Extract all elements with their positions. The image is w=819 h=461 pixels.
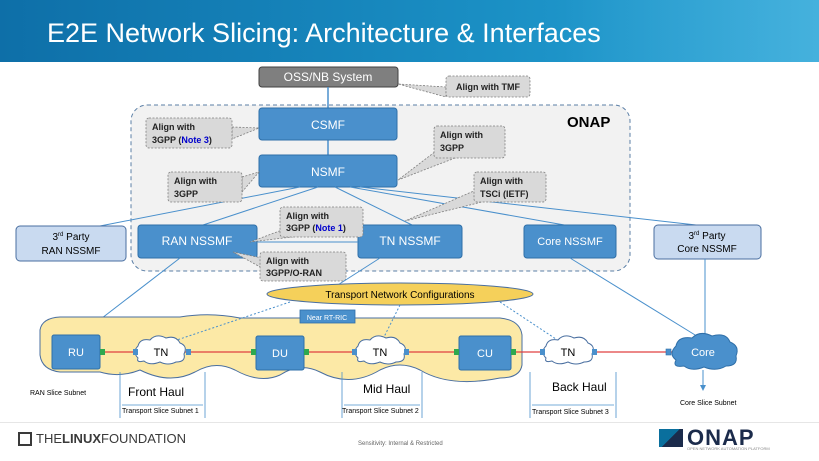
- du-label: DU: [272, 348, 288, 360]
- du-port-right: [304, 349, 309, 355]
- callout-csmf-note-line1: Align with: [152, 122, 195, 132]
- cu-port-left: [454, 349, 459, 355]
- onap-logo-icon: [659, 429, 683, 447]
- callout-right-3gpp-line1: Align with: [440, 130, 483, 140]
- onap-logo-tagline: OPEN NETWORK AUTOMATION PLATFORM: [687, 446, 770, 451]
- callout-ietf: [473, 171, 547, 203]
- ran-nssmf-label: RAN NSSMF: [162, 234, 233, 248]
- callout-csmf-note-pointer: [231, 126, 260, 140]
- csmf-box[interactable]: [258, 107, 398, 141]
- callout-csmf-note-close: ): [209, 135, 212, 145]
- tn-midhaul-label: TN: [373, 347, 388, 359]
- callout-right-3gpp-line2: 3GPP: [440, 143, 464, 153]
- callout-nsmf-3gpp-pointer: [241, 171, 261, 194]
- callout-nsmf-3gpp-line1: Align with: [174, 176, 217, 186]
- callout-oran-line2: 3GPP/O-RAN: [266, 268, 322, 278]
- callout-note1-prefix: 3GPP (: [286, 223, 315, 233]
- transport-slice-subnet-2-label: Transport Slice Subnet 2: [342, 408, 419, 415]
- cu-port-right: [511, 349, 516, 355]
- callout-note1-close: ): [343, 223, 346, 233]
- third-party-ran-sup: rd: [58, 232, 63, 238]
- tn-nssmf-label: TN NSSMF: [379, 234, 440, 248]
- nsmf-ran-nssmf-link: [199, 186, 319, 227]
- tn-fronthaul-label: TN: [154, 347, 169, 359]
- third-party-core-prefix: 3: [688, 231, 694, 242]
- callout-tmf-pointer: [397, 83, 447, 98]
- callout-tmf: [445, 75, 531, 98]
- nsmf-third-party-core-link: [359, 186, 706, 227]
- title-bar: E2E Network Slicing: Architecture & Inte…: [0, 0, 819, 62]
- callout-oran-line1: Align with: [266, 256, 309, 266]
- core-cloud-label: Core: [691, 347, 715, 359]
- third-party-ran-line2: RAN NSSMF: [42, 246, 101, 257]
- callout-note1-link[interactable]: Note 1: [315, 223, 343, 233]
- third-party-core-line2: Core NSSMF: [677, 244, 736, 255]
- tn-backhaul-label: TN: [561, 347, 576, 359]
- onap-label: ONAP: [567, 114, 610, 131]
- lf-the: THE: [36, 431, 62, 446]
- transport-slice-subnet-1-label: Transport Slice Subnet 1: [122, 408, 199, 415]
- nsmf-label: NSMF: [311, 165, 345, 179]
- ru-port: [100, 349, 105, 355]
- callout-tmf-text: Align with TMF: [456, 82, 520, 92]
- near-rt-ric-label: Near RT-RIC: [307, 315, 347, 322]
- callout-note1-line1: Align with: [286, 211, 329, 221]
- tn-cloud-fronthaul[interactable]: [133, 335, 191, 365]
- ru-label: RU: [68, 347, 84, 359]
- callout-note1: [279, 206, 364, 238]
- transport-slice-subnet-3-label: Transport Slice Subnet 3: [532, 409, 609, 416]
- third-party-core-sup: rd: [694, 231, 699, 237]
- third-party-ran-prefix: 3: [52, 232, 58, 243]
- callout-csmf-note-link[interactable]: Note 3: [181, 135, 209, 145]
- callout-ietf-line2: TSCi (IETF): [480, 189, 529, 199]
- third-party-core-nssmf-box[interactable]: [653, 224, 762, 260]
- third-party-core-suffix: Party: [699, 231, 725, 242]
- title-bar-decoration: [559, 0, 819, 62]
- oss-nb-system-label: OSS/NB System: [284, 70, 373, 84]
- lf-linux: LINUX: [62, 431, 101, 446]
- core-nssmf-down-link: [569, 257, 701, 339]
- callout-nsmf-3gpp: [167, 171, 243, 203]
- callout-ietf-pointer: [404, 189, 491, 222]
- core-nssmf-label: Core NSSMF: [537, 236, 603, 248]
- callout-note1-line2: 3GPP (Note 1): [286, 223, 346, 233]
- nsmf-box[interactable]: [258, 154, 398, 188]
- callout-right-3gpp: [433, 125, 506, 159]
- front-haul-label: Front Haul: [128, 385, 184, 399]
- ran-slice-subnet-label: RAN Slice Subnet: [30, 390, 86, 397]
- back-haul-label: Back Haul: [552, 380, 607, 394]
- nsmf-third-party-ran-link: [99, 186, 301, 227]
- third-party-core-line1: 3rd Party: [688, 231, 725, 242]
- transport-network-config-label: Transport Network Configurations: [325, 290, 474, 301]
- nsmf-tn-nssmf-link: [334, 186, 413, 226]
- csmf-label: CSMF: [311, 118, 345, 132]
- page-title: E2E Network Slicing: Architecture & Inte…: [47, 18, 601, 48]
- callout-csmf-note-prefix: 3GPP (: [152, 135, 181, 145]
- sensitivity-label: Sensitivity: Internal & Restricted: [358, 441, 443, 447]
- tn-cloud-midhaul[interactable]: [352, 335, 409, 365]
- core-cloud[interactable]: [665, 332, 738, 370]
- callout-nsmf-3gpp-line2: 3GPP: [174, 189, 198, 199]
- callout-csmf-note: [145, 117, 233, 149]
- third-party-ran-nssmf-box[interactable]: [15, 225, 127, 262]
- cu-label: CU: [477, 348, 493, 360]
- architecture-diagram: ONAP OSS/NB System CSMF NSMF RAN NSSMF T…: [15, 66, 762, 418]
- linux-foundation-mark-icon: [18, 431, 32, 446]
- third-party-ran-suffix: Party: [63, 232, 89, 243]
- callout-ietf-line1: Align with: [480, 176, 523, 186]
- tn-config-dotted-1: [161, 301, 291, 346]
- onap-logo-text: ONAP: [687, 425, 755, 450]
- near-rt-ric-box[interactable]: [299, 309, 356, 324]
- callout-csmf-note-line2: 3GPP (Note 3): [152, 135, 212, 145]
- tn-config-dotted-3: [499, 301, 566, 346]
- mid-haul-label: Mid Haul: [363, 382, 410, 396]
- du-port-left: [251, 349, 256, 355]
- third-party-ran-line1: 3rd Party: [52, 232, 89, 243]
- core-slice-subnet-label: Core Slice Subnet: [680, 400, 736, 407]
- callout-oran: [259, 251, 347, 282]
- lf-foundation: FOUNDATION: [101, 431, 186, 446]
- onap-logo: ONAP OPEN NETWORK AUTOMATION PLATFORM: [659, 425, 770, 451]
- tn-cloud-backhaul[interactable]: [540, 335, 597, 365]
